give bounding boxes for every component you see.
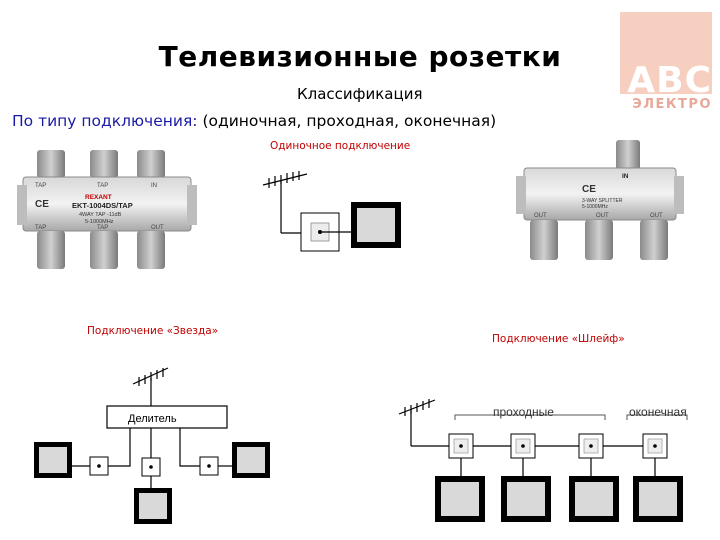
passthrough-label: проходные (493, 405, 554, 419)
left-model: EKT-1004DS/TAP (72, 201, 133, 210)
right-spec2: 5-1000MHz (582, 204, 608, 210)
loop-socket-2 (510, 433, 536, 459)
top-connectors (37, 150, 165, 178)
loop-socket-terminal (642, 433, 668, 459)
splitter-device-photo: IN CE 3-WAY SPLITTER 5-1000MHz OUT OUT O… (516, 140, 684, 260)
splitter-box: Делитель (106, 405, 228, 429)
star-socket-left (89, 456, 109, 476)
left-port-label-tap4: TAP (97, 225, 108, 231)
loop-socket-3 (578, 433, 604, 459)
single-connection-diagram (262, 171, 401, 252)
right-port-label-out1: OUT (534, 213, 547, 219)
loop-socket-1 (448, 433, 474, 459)
loop-tv-3 (569, 476, 619, 522)
loop-connection-diagram: проходные оконечная (398, 399, 688, 522)
antenna-icon (262, 171, 308, 234)
caption-star: Подключение «Звезда» (87, 325, 219, 337)
left-spec2: 5-1000MHz (85, 219, 114, 225)
loop-tv-2 (501, 476, 551, 522)
classification-line: По типу подключения: (одиночная, проходн… (12, 112, 496, 130)
left-ce-mark: CE (35, 199, 49, 210)
loop-tv-4 (633, 476, 683, 522)
tap-device-photo: TAP TAP IN REXANT EKT-1004DS/TAP 4WAY TA… (17, 150, 197, 269)
star-tv-right (232, 442, 270, 478)
terminal-label: оконечная (629, 405, 687, 419)
right-spec1: 3-WAY SPLITTER (582, 198, 623, 204)
bottom-connectors (37, 231, 165, 269)
left-port-label-tap3: TAP (35, 225, 46, 231)
star-tv-bottom (134, 488, 172, 524)
caption-single: Одиночное подключение (270, 140, 411, 152)
right-port-label-out3: OUT (650, 213, 663, 219)
splitter-label: Делитель (128, 413, 177, 425)
right-port-label-in: IN (622, 173, 629, 180)
star-socket-right (199, 456, 219, 476)
right-ce-mark: CE (582, 184, 596, 195)
loop-tv-1 (435, 476, 485, 522)
star-connection-diagram: Делитель (34, 367, 270, 524)
left-port-label-tap2: TAP (97, 183, 108, 189)
star-antenna-icon (132, 367, 169, 406)
classification-text: (одиночная, проходная, оконечная) (197, 112, 497, 130)
left-port-label-tap1: TAP (35, 183, 46, 189)
logo-abc-text: ABC (627, 60, 712, 101)
left-port-label-in: IN (151, 183, 157, 189)
caption-loop: Подключение «Шлейф» (492, 333, 625, 345)
slide-title: Телевизионные розетки (158, 40, 562, 73)
star-socket-middle (141, 457, 161, 477)
star-tv-left (34, 442, 72, 478)
logo-background (620, 12, 712, 94)
logo-elektro-text: ЭЛЕКТРО (632, 97, 712, 112)
left-port-label-out: OUT (151, 225, 164, 231)
right-port-label-out2: OUT (596, 213, 609, 219)
abc-elektro-logo: ABC ЭЛЕКТРО (620, 12, 712, 112)
classification-label: По типу подключения: (12, 112, 198, 130)
slide-subtitle: Классификация (297, 85, 423, 103)
left-spec1: 4WAY TAP -11dB (79, 212, 122, 218)
left-brand: REXANT (85, 194, 112, 201)
tv-set-icon (351, 202, 401, 248)
